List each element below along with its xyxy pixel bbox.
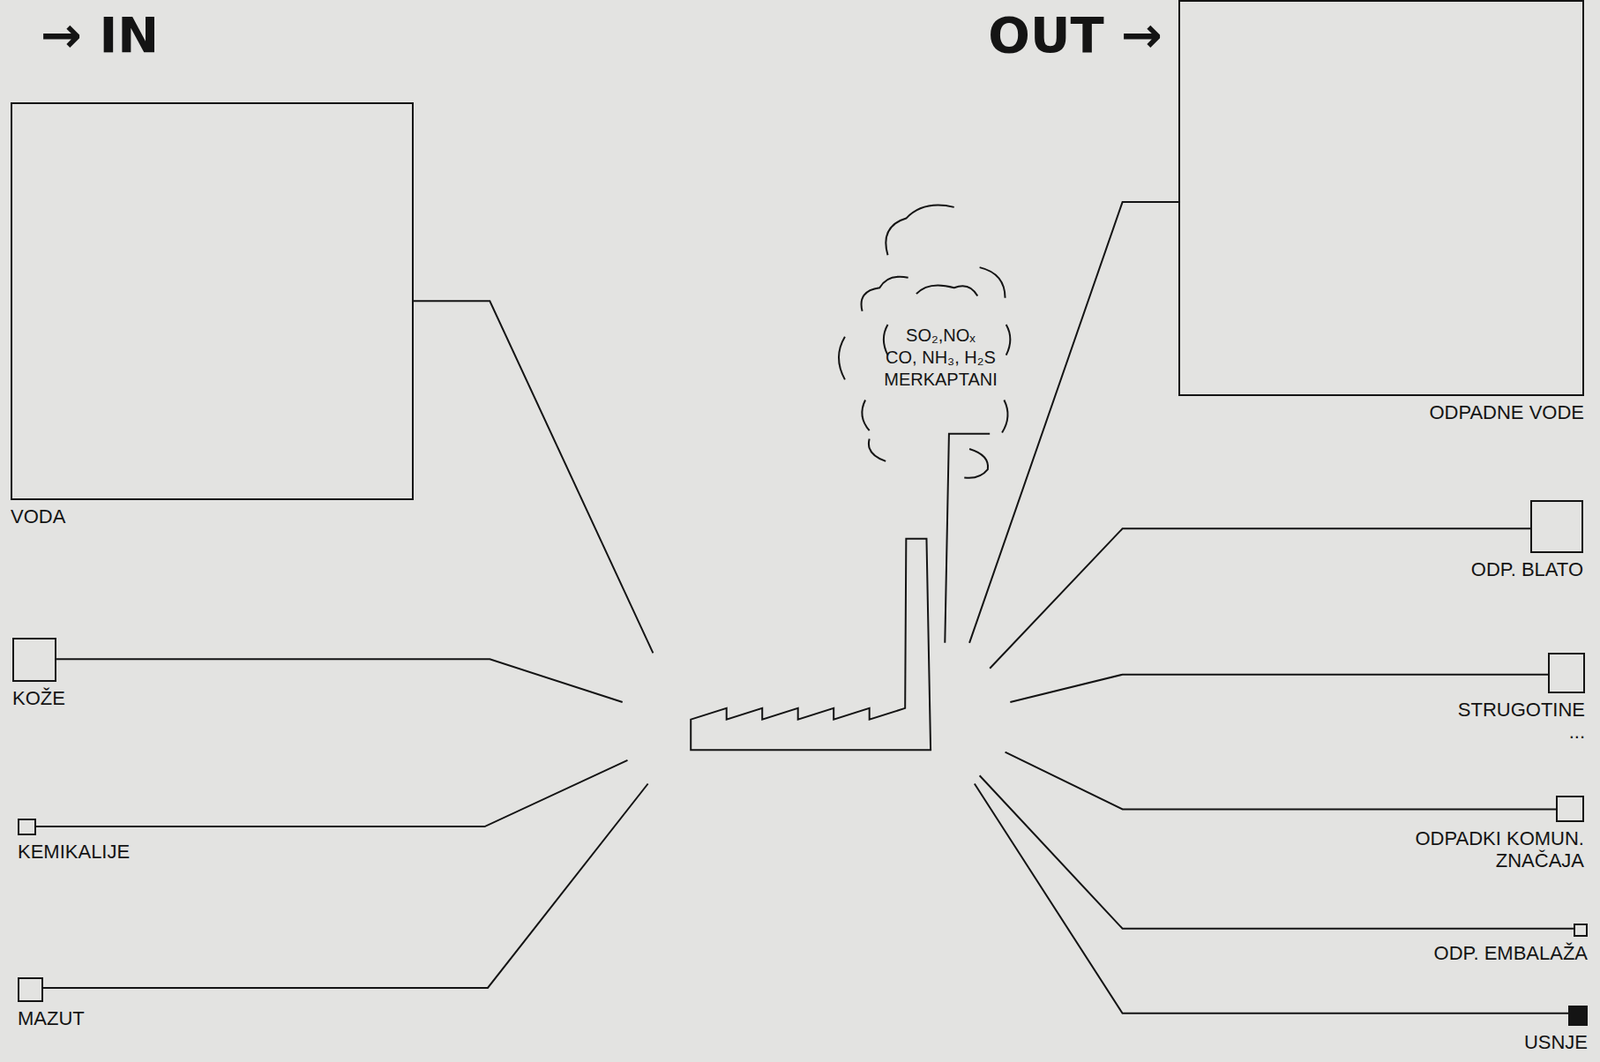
- continuation-mark: ...: [1457, 720, 1586, 743]
- output-heading: OUT →: [987, 10, 1163, 60]
- output-line: [989, 528, 1531, 668]
- box-label: MAZUT: [17, 1007, 85, 1030]
- box-label-group: MAZUT: [17, 1007, 85, 1030]
- output-box: ODPADNE VODE: [1178, 0, 1585, 397]
- output-line: [1005, 752, 1557, 810]
- box-label-group: KEMIKALIJE: [17, 840, 130, 863]
- box-label-group: ODPADNE VODE: [1428, 401, 1585, 424]
- cloud-arc: [1006, 324, 1011, 356]
- box-label: ODP. EMBALAŽA: [1434, 942, 1588, 965]
- box-label-group: ODP. BLATO: [1471, 558, 1584, 581]
- output-box: ODP. EMBALAŽA: [1573, 923, 1588, 937]
- cloud-arc: [979, 267, 1006, 299]
- input-box: VODA: [10, 102, 414, 501]
- cloud-arc: [885, 205, 954, 256]
- cloud-arc: [868, 438, 886, 461]
- emission-cloud: SO₂,NOₓCO, NH₃, H₂SMERKAPTANI: [880, 324, 1002, 391]
- cloud-arc: [1001, 400, 1008, 434]
- input-box: KOŽE: [12, 637, 57, 682]
- box-label: KOŽE: [12, 687, 66, 710]
- output-line: [969, 201, 1179, 643]
- box-label: ODPADNE VODE: [1428, 401, 1585, 424]
- box-label-group: ODPADKI KOMUN. ZNAČAJA: [1394, 827, 1585, 873]
- input-line: [413, 300, 654, 653]
- cloud-arc: [838, 336, 845, 381]
- box-label: VODA: [10, 505, 66, 528]
- input-line: [35, 760, 628, 827]
- box-label-group: ODP. EMBALAŽA: [1434, 942, 1588, 965]
- input-box: MAZUT: [17, 977, 44, 1002]
- output-box: ODPADKI KOMUN. ZNAČAJA: [1555, 795, 1585, 823]
- emission-line: [944, 433, 990, 643]
- box-label: STRUGOTINE: [1457, 698, 1586, 721]
- box-label-group: USNJE: [1524, 1031, 1588, 1054]
- factory-outline: [690, 538, 931, 750]
- input-line: [56, 658, 623, 703]
- pollutant-text: SO₂,NOₓ: [880, 324, 1002, 347]
- input-lines: [35, 300, 653, 988]
- output-box: STRUGOTINE...: [1547, 652, 1586, 694]
- input-box: KEMIKALIJE: [17, 818, 37, 836]
- box-label-group: KOŽE: [12, 687, 66, 710]
- output-line: [974, 783, 1569, 1013]
- pollutant-text: CO, NH₃, H₂S: [880, 346, 1002, 369]
- box-label: KEMIKALIJE: [17, 840, 130, 863]
- box-label: ODPADKI KOMUN. ZNAČAJA: [1394, 827, 1585, 873]
- cloud-arc: [861, 276, 909, 312]
- pollutant-text: MERKAPTANI: [880, 368, 1002, 391]
- smoke-cloud: [838, 205, 1010, 479]
- box-label-group: VODA: [10, 505, 66, 528]
- output-line: [1009, 674, 1548, 703]
- output-line: [979, 775, 1574, 929]
- box-label: USNJE: [1524, 1031, 1588, 1054]
- box-label-group: STRUGOTINE...: [1457, 698, 1586, 744]
- cloud-arc: [964, 448, 988, 479]
- input-heading: → IN: [40, 10, 159, 60]
- output-box: USNJE: [1568, 1005, 1588, 1026]
- output-lines: [944, 201, 1574, 1014]
- input-line: [43, 783, 649, 987]
- output-box: ODP. BLATO: [1530, 500, 1584, 554]
- cloud-arc: [861, 400, 869, 432]
- box-label: ODP. BLATO: [1471, 558, 1584, 581]
- cloud-arc: [916, 284, 978, 296]
